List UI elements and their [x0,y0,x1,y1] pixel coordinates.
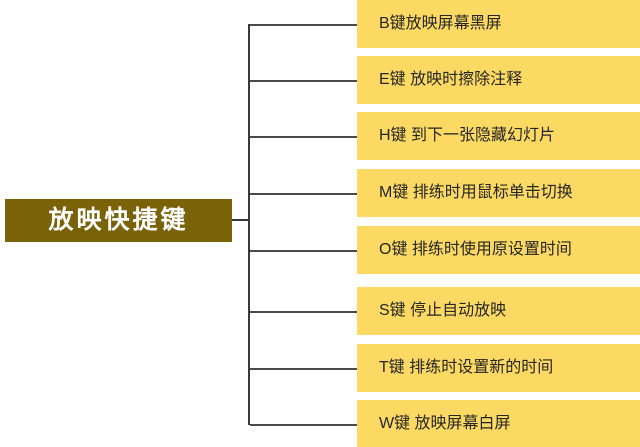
connector-vertical-spine [248,24,250,425]
mindmap-leaf-node-2[interactable]: E键 放映时擦除注释 [357,56,640,104]
mindmap-leaf-label-3: H键 到下一张隐藏幻灯片 [379,127,556,145]
connector-branch-2 [250,80,358,82]
mindmap-leaf-label-4: M键 排练时用鼠标单击切换 [379,184,573,202]
mindmap-leaf-label-2: E键 放映时擦除注释 [379,71,523,89]
mindmap-leaf-node-5[interactable]: O键 排练时使用原设置时间 [357,226,640,274]
mindmap-leaf-node-7[interactable]: T键 排练时设置新的时间 [357,344,640,392]
mindmap-leaf-node-1[interactable]: B键放映屏幕黑屏 [357,0,640,48]
mindmap-leaf-node-4[interactable]: M键 排练时用鼠标单击切换 [357,169,640,217]
mindmap-leaf-label-7: T键 排练时设置新的时间 [379,359,554,377]
mindmap-root-node[interactable]: 放映快捷键 [5,199,232,242]
connector-branch-1 [250,24,358,26]
mindmap-leaf-node-6[interactable]: S键 停止自动放映 [357,287,640,335]
mindmap-leaf-node-8[interactable]: W键 放映屏幕白屏 [357,400,640,447]
connector-branch-6 [250,311,358,313]
connector-branch-7 [250,368,358,370]
mindmap-root-label: 放映快捷键 [48,206,189,234]
connector-root-stub [232,219,250,221]
mindmap-leaf-label-1: B键放映屏幕黑屏 [379,15,502,33]
connector-branch-8 [250,424,358,426]
connector-branch-5 [250,250,358,252]
connector-branch-4 [250,193,358,195]
mindmap-leaf-label-8: W键 放映屏幕白屏 [379,415,511,433]
connector-branch-3 [250,136,358,138]
mindmap-leaf-node-3[interactable]: H键 到下一张隐藏幻灯片 [357,112,640,160]
mindmap-leaf-label-5: O键 排练时使用原设置时间 [379,241,572,259]
mindmap-leaf-label-6: S键 停止自动放映 [379,302,507,320]
